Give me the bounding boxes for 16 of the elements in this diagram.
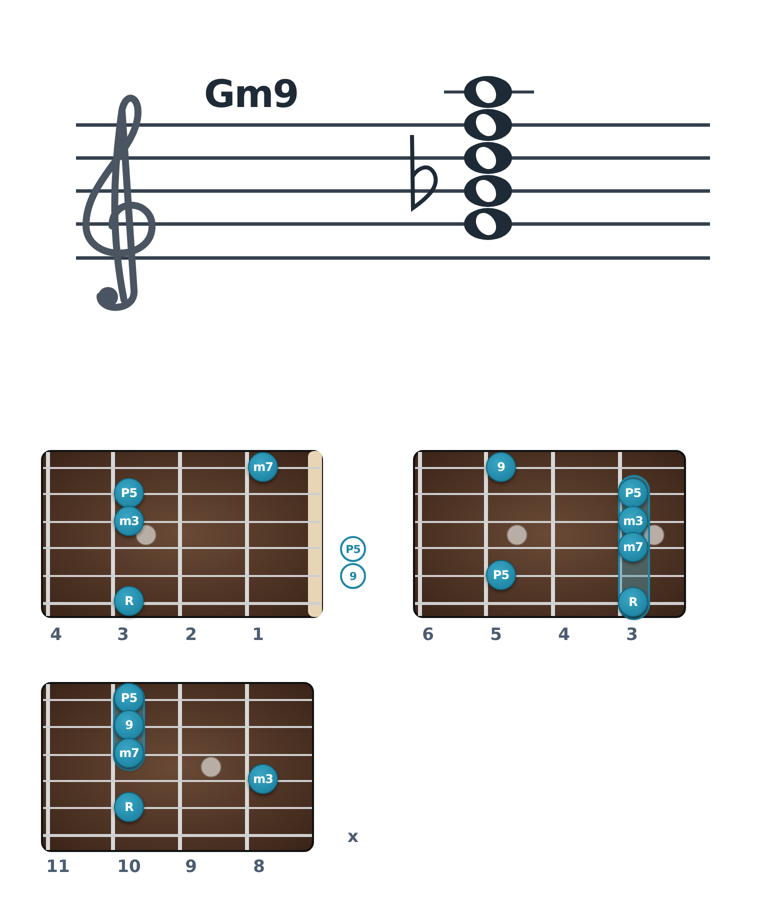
muted-string-mark: x: [348, 827, 358, 847]
fret-number: 4: [50, 625, 62, 645]
fret-number: 5: [490, 625, 502, 645]
fret-number: 3: [626, 625, 638, 645]
fret-number: 9: [185, 857, 197, 877]
fret-number: 10: [117, 857, 141, 877]
fret-number: 6: [422, 625, 434, 645]
open-string-marker: 9: [340, 563, 366, 589]
fret-number: 1: [252, 625, 264, 645]
chord-name: Gm9: [204, 72, 298, 116]
fret-number: 11: [46, 857, 70, 877]
fret-number: 2: [185, 625, 197, 645]
fret-number: 4: [558, 625, 570, 645]
fret-number: 8: [253, 857, 265, 877]
fret-number: 3: [117, 625, 129, 645]
open-string-marker: P5: [340, 536, 366, 562]
